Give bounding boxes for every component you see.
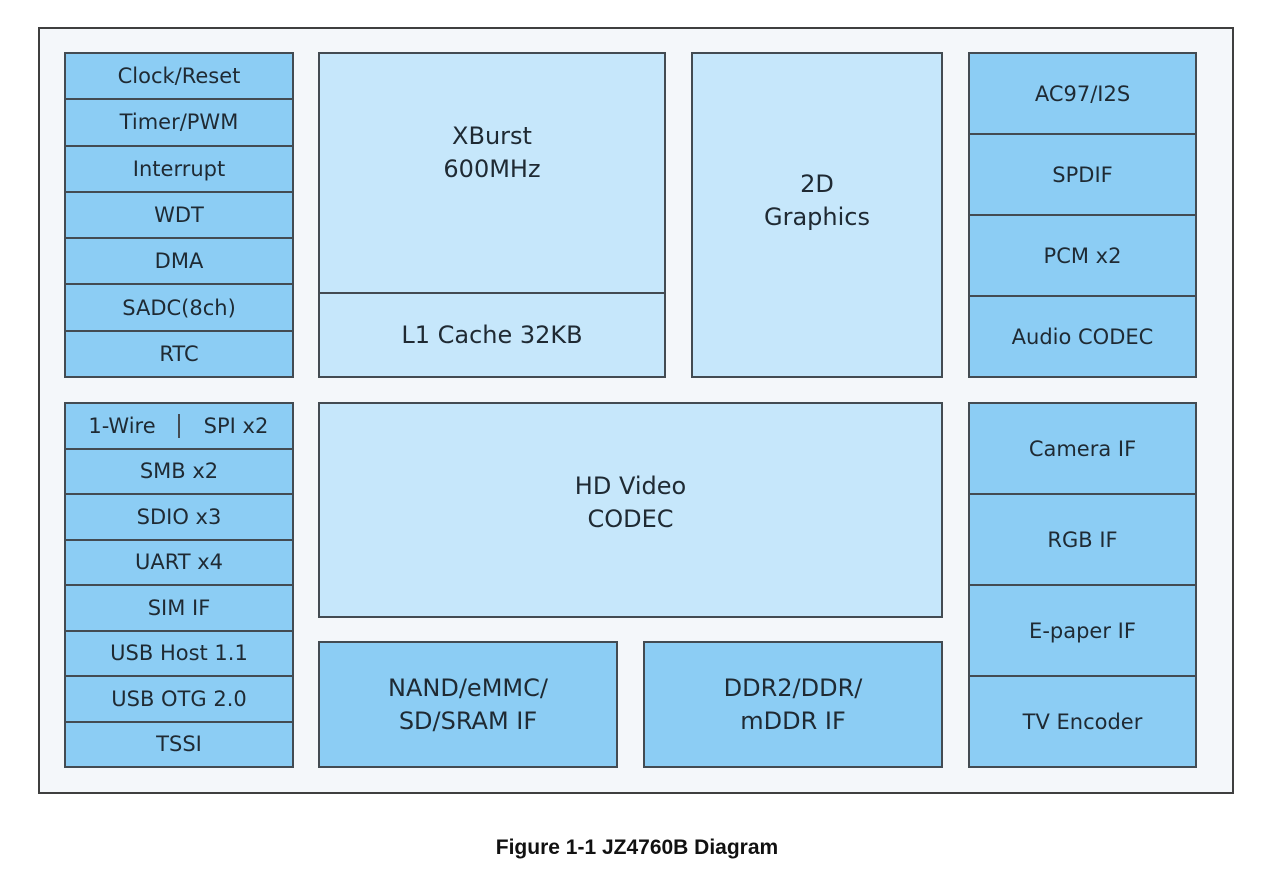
ddr-interface-block: DDR2/DDR/ mDDR IF bbox=[643, 641, 943, 768]
peripheral-dma: DMA bbox=[66, 239, 292, 286]
peripheral-usb-host: USB Host 1.1 bbox=[66, 632, 292, 677]
peripheral-tssi: TSSI bbox=[156, 732, 202, 757]
peripheral-wdt: WDT bbox=[66, 193, 292, 240]
cpu-frequency: 600MHz bbox=[443, 155, 541, 183]
ddr-line2: mDDR IF bbox=[740, 706, 846, 735]
camera-if: Camera IF bbox=[970, 404, 1195, 495]
ddr-line1: DDR2/DDR/ bbox=[723, 673, 863, 702]
graphics-block: 2D Graphics bbox=[691, 52, 943, 378]
video-line2: CODEC bbox=[587, 505, 674, 533]
audio-spdif: SPDIF bbox=[970, 135, 1195, 216]
tv-encoder: TV Encoder bbox=[1022, 709, 1143, 734]
onewire-spi-row: 1-Wire SPI x2 bbox=[66, 404, 292, 450]
cpu-name: XBurst bbox=[452, 122, 532, 150]
peripheral-timer-pwm: Timer/PWM bbox=[66, 100, 292, 147]
peripheral-interrupt: Interrupt bbox=[66, 147, 292, 193]
figure-caption: Figure 1-1 JZ4760B Diagram bbox=[495, 836, 779, 859]
display-camera-block: Camera IF RGB IF E-paper IF TV Encoder bbox=[968, 402, 1197, 768]
l1-cache-block: L1 Cache 32KB bbox=[318, 292, 666, 378]
peripheral-usb-otg: USB OTG 2.0 bbox=[66, 677, 292, 723]
peripheral-sadc: SADC(8ch) bbox=[66, 285, 292, 332]
audio-ac97-i2s: AC97/I2S bbox=[970, 54, 1195, 135]
cpu-core-block: XBurst 600MHz bbox=[318, 52, 666, 294]
peripheral-spi: SPI x2 bbox=[203, 413, 269, 438]
audio-codec: Audio CODEC bbox=[1011, 324, 1154, 349]
peripheral-sdio: SDIO x3 bbox=[66, 495, 292, 541]
epaper-if: E-paper IF bbox=[970, 586, 1195, 677]
nand-interface-block: NAND/eMMC/ SD/SRAM IF bbox=[318, 641, 618, 768]
system-peripherals-block: Clock/Reset Timer/PWM Interrupt WDT DMA … bbox=[64, 52, 294, 378]
rgb-if: RGB IF bbox=[970, 495, 1195, 586]
graphics-line2: Graphics bbox=[764, 203, 870, 231]
audio-block: AC97/I2S SPDIF PCM x2 Audio CODEC bbox=[968, 52, 1197, 378]
nand-line2: SD/SRAM IF bbox=[398, 706, 538, 735]
peripheral-clock-reset: Clock/Reset bbox=[66, 54, 292, 101]
io-interfaces-block: 1-Wire SPI x2 SMB x2 SDIO x3 UART x4 SIM… bbox=[64, 402, 294, 768]
graphics-line1: 2D bbox=[800, 170, 834, 198]
peripheral-sim-if: SIM IF bbox=[66, 586, 292, 632]
peripheral-1-wire: 1-Wire bbox=[66, 413, 180, 438]
audio-pcm: PCM x2 bbox=[970, 216, 1195, 297]
video-line1: HD Video bbox=[574, 472, 687, 500]
video-codec-block: HD Video CODEC bbox=[318, 402, 943, 618]
nand-line1: NAND/eMMC/ bbox=[388, 673, 548, 702]
l1-cache-label: L1 Cache 32KB bbox=[401, 320, 583, 349]
peripheral-smb: SMB x2 bbox=[66, 450, 292, 495]
peripheral-uart: UART x4 bbox=[66, 541, 292, 586]
peripheral-rtc: RTC bbox=[159, 341, 199, 366]
